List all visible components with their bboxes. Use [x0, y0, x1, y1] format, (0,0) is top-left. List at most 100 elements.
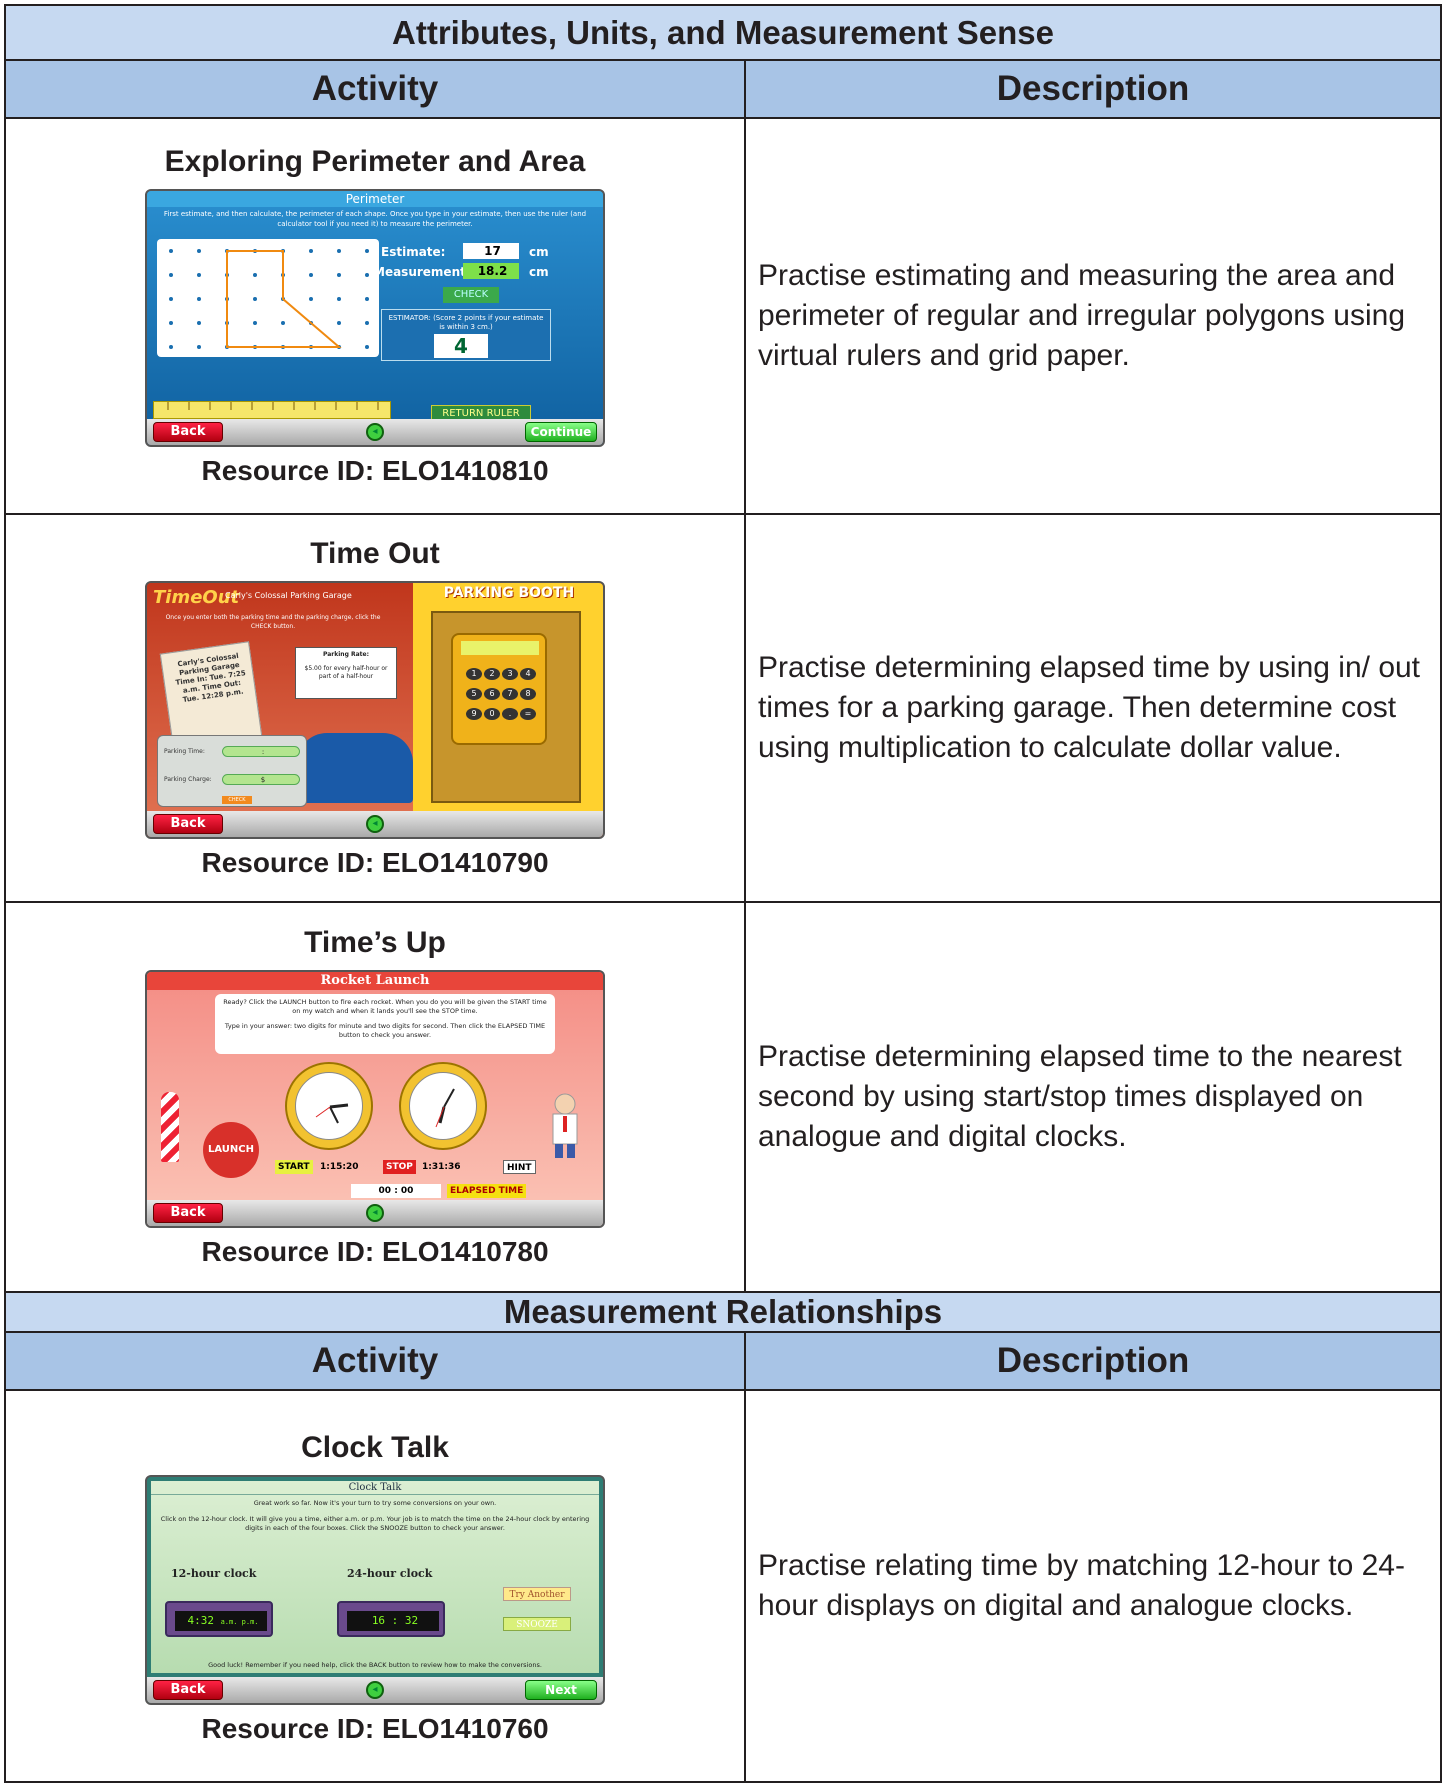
clock-face — [295, 1072, 363, 1140]
calc-key[interactable]: 0 — [484, 708, 500, 720]
shot-intro: Great work so far. Now it's your turn to… — [253, 1499, 497, 1507]
calculator-screen — [461, 641, 539, 655]
back-button[interactable]: Back — [153, 1203, 223, 1223]
instructions-2: Type in your answer: two digits for minu… — [224, 1022, 546, 1039]
calc-key[interactable]: 3 — [502, 668, 518, 680]
clock-face — [409, 1072, 477, 1140]
activity-cell: Exploring Perimeter and Area Perimeter F… — [4, 117, 746, 515]
start-time: 1:15:20 — [320, 1162, 359, 1172]
table-row: Time Out TimeOut Carly's Colossal Parkin… — [4, 513, 1443, 903]
shot-nav-bar: Back ◂ Next — [147, 1677, 603, 1703]
parking-charge-input[interactable]: $ — [222, 774, 300, 785]
section-title: Attributes, Units, and Measurement Sense — [3, 4, 1443, 61]
launch-button[interactable]: LAUNCH — [203, 1122, 259, 1178]
measurement-input[interactable]: 18.2 — [463, 263, 519, 279]
calc-key[interactable]: 1 — [466, 668, 482, 680]
shot-instructions: Click on the 12-hour clock. It will give… — [160, 1515, 590, 1532]
back-button[interactable]: Back — [153, 814, 223, 834]
section-title: Measurement Relationships — [3, 1291, 1443, 1333]
back-button[interactable]: Back — [153, 1680, 223, 1700]
dot-grid — [157, 239, 379, 357]
instructions-1: Ready? Click the LAUNCH button to fire e… — [223, 998, 547, 1015]
snooze-button[interactable]: SNOOZE — [503, 1617, 571, 1631]
activity-title: Clock Talk — [301, 1431, 449, 1464]
stop-time: 1:31:36 — [422, 1162, 461, 1172]
calc-key[interactable]: 6 — [484, 688, 500, 700]
audio-icon[interactable]: ◂ — [366, 423, 384, 441]
calc-key[interactable]: = — [520, 708, 536, 720]
audio-icon[interactable]: ◂ — [366, 1681, 384, 1699]
description-cell: Practise determining elapsed time by usi… — [743, 513, 1443, 903]
resource-id: Resource ID: ELO1410790 — [201, 847, 549, 878]
try-another-button[interactable]: Try Another — [503, 1587, 571, 1601]
activity-title: Time’s Up — [304, 926, 446, 959]
estimate-input[interactable]: 17 — [463, 243, 519, 259]
resource-table: Attributes, Units, and Measurement Sense… — [3, 4, 1443, 1783]
label-12-hour: 12-hour clock — [171, 1567, 257, 1580]
table-row: Time’s Up Rocket Launch Ready? Click the… — [4, 901, 1443, 1293]
activity-title: Time Out — [310, 537, 440, 570]
am-pm: a.m. p.m. — [220, 1618, 259, 1626]
elapsed-time-button[interactable]: ELAPSED TIME — [447, 1184, 527, 1198]
table-row: Exploring Perimeter and Area Perimeter F… — [4, 117, 1443, 515]
calc-key[interactable]: 4 — [520, 668, 536, 680]
calc-key[interactable]: 7 — [502, 688, 518, 700]
resource-id: Resource ID: ELO1410780 — [201, 1236, 549, 1267]
table-row: Clock Talk Clock Talk Great work so far.… — [4, 1389, 1443, 1783]
display-24-hour: 16 : 32 — [347, 1611, 439, 1631]
audio-icon[interactable]: ◂ — [366, 1204, 384, 1222]
check-button[interactable]: CHECK — [222, 796, 252, 804]
car-image — [297, 733, 413, 803]
activity-column-header: Activity — [4, 59, 746, 119]
calc-key[interactable]: . — [502, 708, 518, 720]
booth-title: PARKING BOOTH — [443, 585, 575, 601]
check-button[interactable]: CHECK — [443, 287, 499, 303]
activity-cell: Clock Talk Clock Talk Great work so far.… — [4, 1389, 746, 1783]
shot-nav-bar: Back ◂ — [147, 811, 603, 837]
activity-screenshot: TimeOut Carly's Colossal Parking Garage … — [145, 581, 605, 839]
description-column-header: Description — [743, 59, 1443, 119]
calc-key[interactable]: 2 — [484, 668, 500, 680]
shot-header: Perimeter — [147, 191, 603, 207]
time-12: 4:32 — [187, 1614, 214, 1627]
estimate-label: Estimate: — [381, 245, 446, 259]
audio-icon[interactable]: ◂ — [366, 815, 384, 833]
shot-instructions: First estimate, and then calculate, the … — [163, 210, 587, 228]
estimate-unit: cm — [529, 245, 549, 259]
clock-hands — [435, 1088, 455, 1128]
garage-pane: TimeOut Carly's Colossal Parking Garage … — [147, 583, 413, 815]
display-12-hour: 4:32 a.m. p.m. — [175, 1611, 267, 1631]
stop-label: STOP — [383, 1160, 416, 1174]
calc-key[interactable]: 8 — [520, 688, 536, 700]
professor-image — [552, 1093, 578, 1158]
clock-24-hour[interactable]: 16 : 32 — [337, 1601, 445, 1637]
grid-shape — [169, 249, 369, 349]
rocket-image — [161, 1092, 179, 1162]
clock-hands — [315, 1103, 349, 1124]
parking-time-input[interactable]: : — [222, 746, 300, 757]
ticket-text: Carly's Colossal Parking Garage Time In:… — [175, 651, 247, 704]
hint-button[interactable]: HINT — [503, 1160, 536, 1174]
calc-key[interactable]: 9 — [466, 708, 482, 720]
ruler[interactable] — [153, 401, 391, 419]
estimator-text: ESTIMATOR: (Score 2 points if your estim… — [388, 314, 544, 331]
shot-footer: Good luck! Remember if you need help, cl… — [208, 1661, 542, 1669]
stop-clock — [399, 1062, 487, 1150]
back-button[interactable]: Back — [153, 422, 223, 442]
start-label: START — [275, 1160, 313, 1174]
description-column-header: Description — [743, 1331, 1443, 1391]
clock-12-hour[interactable]: 4:32 a.m. p.m. — [165, 1601, 273, 1637]
clock-talk-panel: Clock Talk Great work so far. Now it's y… — [151, 1481, 599, 1673]
continue-button[interactable]: Continue — [525, 422, 597, 442]
calc-key[interactable]: 5 — [466, 688, 482, 700]
resource-id: Resource ID: ELO1410760 — [201, 1713, 549, 1744]
parking-charge-label: Parking Charge: — [164, 776, 212, 783]
elapsed-answer-input[interactable]: 00 : 00 — [351, 1184, 441, 1198]
next-button[interactable]: Next — [525, 1680, 597, 1700]
estimator-panel: ESTIMATOR: (Score 2 points if your estim… — [381, 309, 551, 361]
activity-cell: Time’s Up Rocket Launch Ready? Click the… — [4, 901, 746, 1293]
